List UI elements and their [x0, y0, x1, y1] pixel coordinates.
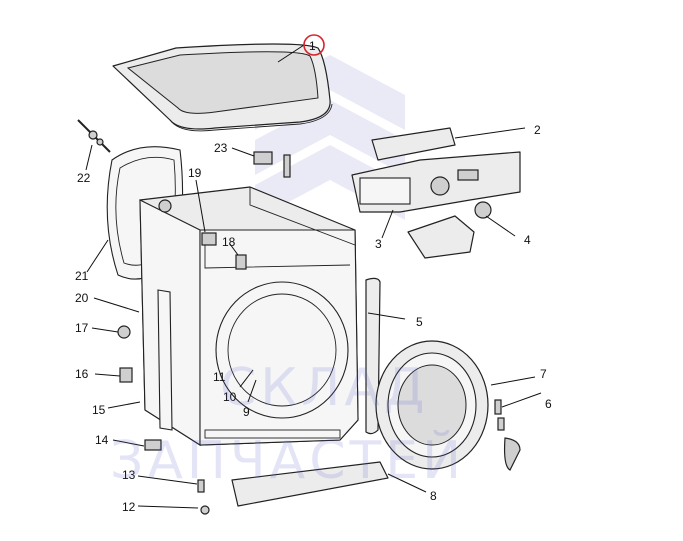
clip-part-23[interactable] — [253, 151, 273, 165]
callout-3[interactable]: 3 — [375, 237, 382, 251]
callout-10[interactable]: 10 — [223, 390, 237, 404]
callout-8[interactable]: 8 — [430, 489, 437, 503]
control-panel-part[interactable] — [351, 151, 521, 213]
callout-1[interactable]: 1 — [309, 39, 316, 53]
callout-6[interactable]: 6 — [545, 397, 552, 411]
small-part-18[interactable] — [235, 254, 247, 270]
callout-11[interactable]: 11 — [213, 370, 226, 384]
callout-17[interactable]: 17 — [75, 321, 89, 335]
callout-7[interactable]: 7 — [540, 367, 547, 381]
callout-21[interactable]: 21 — [75, 269, 89, 283]
screw-assembly-part[interactable] — [77, 119, 111, 153]
watermark-line-1: СКЛАД — [220, 358, 429, 418]
callout-2[interactable]: 2 — [534, 123, 541, 137]
callout-labels: 1 2 3 4 5 6 7 8 9 10 11 12 13 14 15 16 1… — [75, 39, 552, 514]
hinge-part-6[interactable] — [494, 399, 521, 471]
spring-part[interactable] — [283, 154, 291, 178]
door-assembly-part[interactable] — [375, 340, 489, 470]
leader-lines — [85, 44, 542, 509]
highlight-ring — [303, 34, 325, 56]
callout-18[interactable]: 18 — [222, 235, 236, 249]
part-13[interactable] — [197, 479, 205, 493]
foot-part-16[interactable] — [119, 367, 133, 383]
callout-13[interactable]: 13 — [122, 468, 136, 482]
cabinet-body — [139, 186, 359, 447]
callout-15[interactable]: 15 — [92, 403, 106, 417]
top-cover-part[interactable] — [112, 43, 333, 132]
callout-23[interactable]: 23 — [214, 141, 228, 155]
callout-16[interactable]: 16 — [75, 367, 89, 381]
plinth-part[interactable] — [231, 461, 389, 507]
callout-5[interactable]: 5 — [416, 315, 423, 329]
callout-12[interactable]: 12 — [122, 500, 136, 514]
selector-knob-part[interactable] — [474, 201, 492, 219]
callout-20[interactable]: 20 — [75, 291, 89, 305]
callout-4[interactable]: 4 — [524, 233, 531, 247]
callout-14[interactable]: 14 — [95, 433, 109, 447]
watermark-line-2: ЗАПЧАСТЕЙ — [110, 430, 465, 491]
callout-19[interactable]: 19 — [188, 166, 202, 180]
detergent-drawer-part[interactable] — [407, 215, 475, 259]
part-14[interactable] — [144, 439, 162, 451]
side-panel-part[interactable] — [157, 289, 173, 431]
screw-part-12[interactable] — [200, 505, 210, 515]
callout-9[interactable]: 9 — [243, 405, 250, 419]
callout-22[interactable]: 22 — [77, 171, 91, 185]
control-bracket-part[interactable] — [371, 127, 456, 161]
small-part-19[interactable] — [201, 232, 217, 246]
foot-part-17[interactable] — [117, 325, 131, 339]
